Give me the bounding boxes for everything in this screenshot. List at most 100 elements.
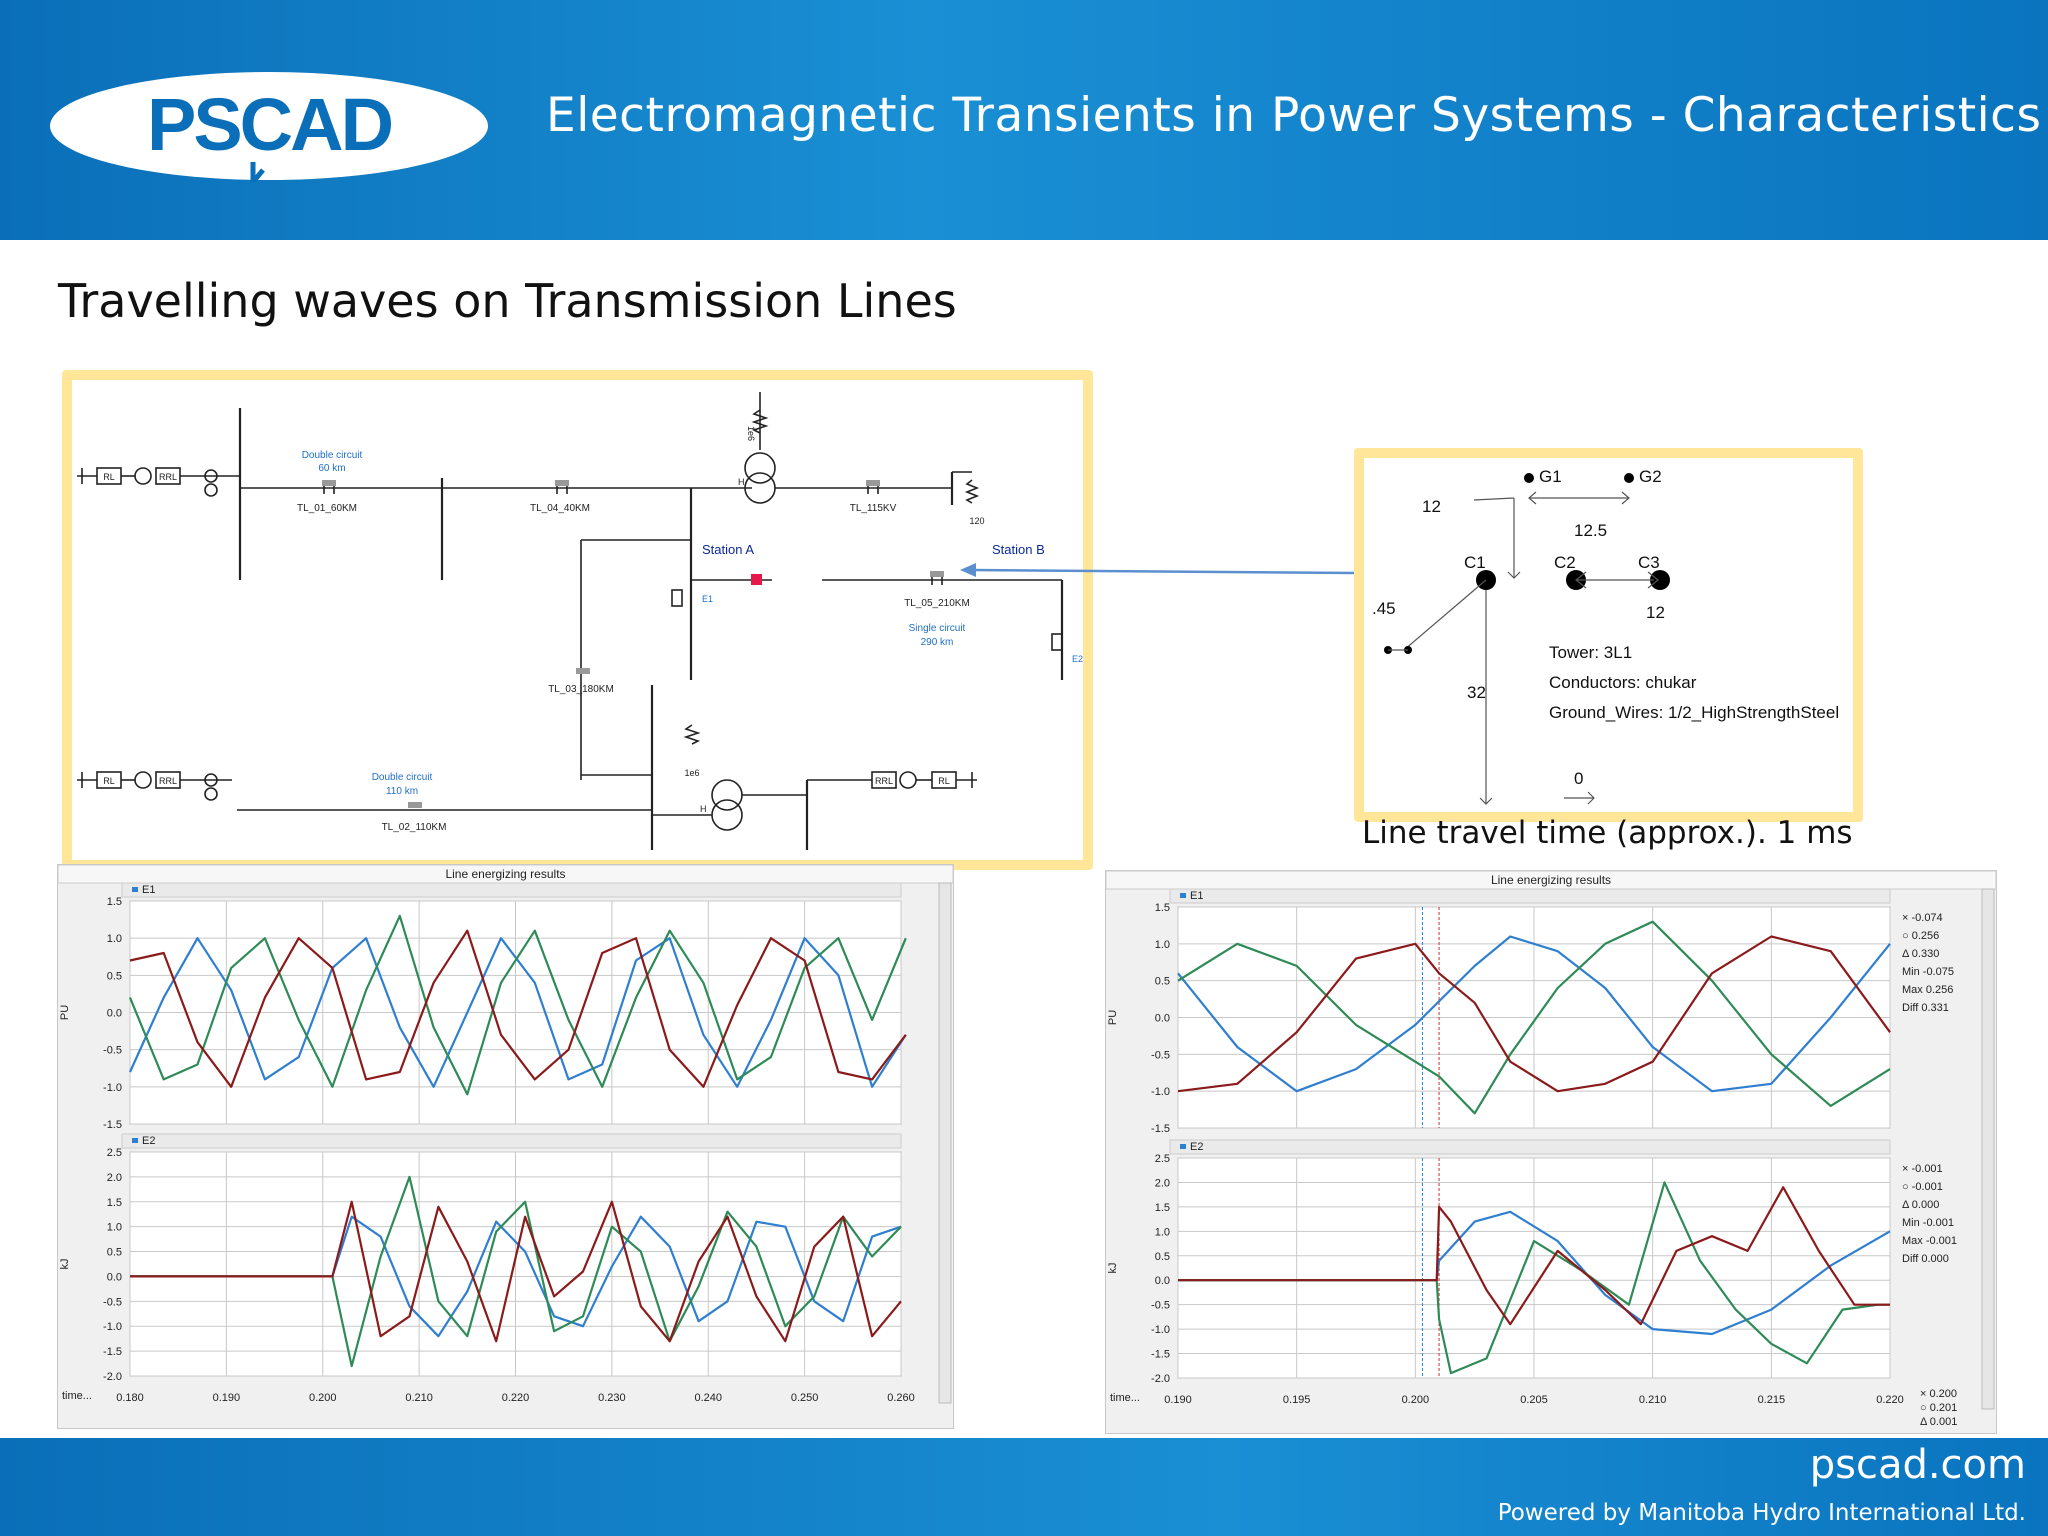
panel-legend-E2: E2 — [1190, 1141, 1203, 1153]
y-axis-label: kJ — [1107, 1263, 1119, 1274]
x-tick-label: 0.230 — [598, 1392, 626, 1404]
x-tick-label: 0.200 — [309, 1392, 337, 1404]
x-tick-label: 0.220 — [502, 1392, 530, 1404]
svg-text:RRL: RRL — [159, 776, 177, 786]
legend-swatch — [132, 887, 138, 892]
x-tick-label: 0.200 — [1402, 1394, 1430, 1406]
svg-text:1e6: 1e6 — [684, 768, 699, 778]
breaker-marker — [751, 574, 762, 585]
readout-value: ○ 0.256 — [1902, 930, 1939, 942]
panel-header — [1169, 1139, 1891, 1155]
y-tick-label: -1.0 — [103, 1321, 122, 1333]
readout-value: × -0.074 — [1902, 912, 1943, 924]
svg-text:.45: .45 — [1372, 599, 1396, 618]
y-tick-label: -0.5 — [1151, 1049, 1170, 1061]
x-tick-label: 0.215 — [1758, 1394, 1786, 1406]
x-tick-label: 0.210 — [1639, 1394, 1667, 1406]
readout-value: Diff 0.331 — [1902, 1002, 1949, 1014]
travel-time-note: Line travel time (approx.). 1 ms — [1362, 815, 1853, 851]
readout-value: Max 0.256 — [1902, 984, 1953, 996]
svg-text:12: 12 — [1422, 497, 1441, 516]
svg-text:32: 32 — [1467, 683, 1486, 702]
y-tick-label: 0.0 — [107, 1271, 122, 1283]
y-tick-label: 1.0 — [1155, 1226, 1170, 1238]
y-tick-label: -1.5 — [1151, 1349, 1170, 1361]
schematic-panel: RL RRL Double circuit 60 km TL_01_60KM T… — [62, 370, 1093, 870]
series-line-E1-0 — [128, 937, 907, 1088]
svg-text:RL: RL — [103, 472, 115, 482]
y-axis-label: PU — [59, 1005, 71, 1020]
svg-text:60 km: 60 km — [318, 463, 345, 474]
panel-legend-E2: E2 — [142, 1135, 155, 1147]
y-tick-label: 2.5 — [1155, 1153, 1170, 1165]
transformer-icon — [744, 452, 776, 484]
readout-value: Max -0.001 — [1902, 1235, 1957, 1247]
y-tick-label: -0.5 — [103, 1045, 122, 1057]
series-line-E2-0 — [1178, 1210, 1891, 1336]
y-axis-label: kJ — [59, 1259, 71, 1270]
cursor-readout: Δ 0.001 — [1920, 1416, 1957, 1428]
y-tick-label: -0.5 — [1151, 1300, 1170, 1312]
svg-text:TL_01_60KM: TL_01_60KM — [297, 503, 357, 514]
y-tick-label: 1.5 — [107, 1197, 122, 1209]
svg-text:0: 0 — [1574, 769, 1583, 788]
y-tick-label: 1.0 — [107, 1222, 122, 1234]
series-line-E1-1 — [128, 914, 907, 1096]
vertical-scrollbar — [1981, 888, 1995, 1410]
x-tick-label: 0.190 — [1164, 1394, 1192, 1406]
svg-text:TL_04_40KM: TL_04_40KM — [530, 503, 590, 514]
x-tick-label: 0.260 — [887, 1392, 915, 1404]
svg-text:TL_05_210KM: TL_05_210KM — [904, 598, 970, 609]
readout-value: Δ 0.330 — [1902, 948, 1939, 960]
x-tick-label: 0.210 — [405, 1392, 433, 1404]
panel-header — [121, 1133, 902, 1149]
y-tick-label: 0.0 — [1155, 1013, 1170, 1025]
svg-text:E2: E2 — [1072, 654, 1083, 664]
panel-legend-E1: E1 — [142, 884, 155, 896]
panel-header — [121, 882, 902, 898]
footer-powered: Powered by Manitoba Hydro International … — [1497, 1500, 2026, 1526]
svg-text:Double circuit: Double circuit — [372, 772, 433, 783]
series-line-E2-2 — [1178, 1186, 1890, 1326]
x-tick-label: 0.195 — [1283, 1394, 1311, 1406]
svg-text:C3: C3 — [1638, 553, 1660, 572]
panel-header — [1169, 888, 1891, 904]
header-title: Electromagnetic Transients in Power Syst… — [546, 88, 2042, 143]
svg-text:110 km: 110 km — [386, 786, 418, 797]
footer-url[interactable]: pscad.com — [1809, 1442, 2026, 1488]
svg-text:RL: RL — [103, 776, 115, 786]
series-line-E1-2 — [129, 929, 907, 1088]
svg-text:1e6: 1e6 — [746, 426, 756, 441]
chart-title: Line energizing results — [1491, 873, 1611, 887]
y-tick-label: 1.5 — [1155, 1202, 1170, 1214]
y-tick-label: -1.5 — [103, 1119, 122, 1131]
svg-text:Station A: Station A — [702, 542, 754, 557]
x-tick-label: 0.250 — [791, 1392, 819, 1404]
svg-text:RRL: RRL — [159, 472, 177, 482]
series-line-E1-0 — [1177, 935, 1891, 1093]
cursor-readout: × 0.200 — [1920, 1388, 1957, 1400]
svg-text:Ground_Wires: 1/2_HighStrength: Ground_Wires: 1/2_HighStrengthSteel — [1549, 703, 1839, 722]
readout-value: Min -0.075 — [1902, 966, 1954, 978]
svg-text:Conductors: chukar: Conductors: chukar — [1549, 673, 1697, 692]
svg-text:RRL: RRL — [875, 776, 893, 786]
logo-text: PSCAD — [147, 83, 392, 166]
y-tick-label: 0.0 — [1155, 1275, 1170, 1287]
y-tick-label: 1.0 — [1155, 939, 1170, 951]
y-tick-label: -1.0 — [103, 1082, 122, 1094]
chart-right: Line energizing resultsE11.51.00.50.0-0.… — [1105, 870, 1997, 1433]
y-tick-label: -1.5 — [103, 1346, 122, 1358]
pscad-logo: PSCAD — [50, 72, 488, 182]
svg-text:G1: G1 — [1539, 467, 1562, 486]
series-line-E2-0 — [130, 1215, 902, 1338]
x-tick-label: 0.220 — [1876, 1394, 1904, 1406]
svg-text:C2: C2 — [1554, 553, 1576, 572]
readout-value: ○ -0.001 — [1902, 1181, 1943, 1193]
y-tick-label: 2.0 — [107, 1172, 122, 1184]
network-schematic: RL RRL Double circuit 60 km TL_01_60KM T… — [77, 392, 1083, 850]
y-axis-label: PU — [1107, 1010, 1119, 1025]
y-tick-label: 0.5 — [107, 1247, 122, 1259]
series-line-E2-1 — [130, 1175, 902, 1368]
svg-text:H: H — [738, 477, 745, 487]
